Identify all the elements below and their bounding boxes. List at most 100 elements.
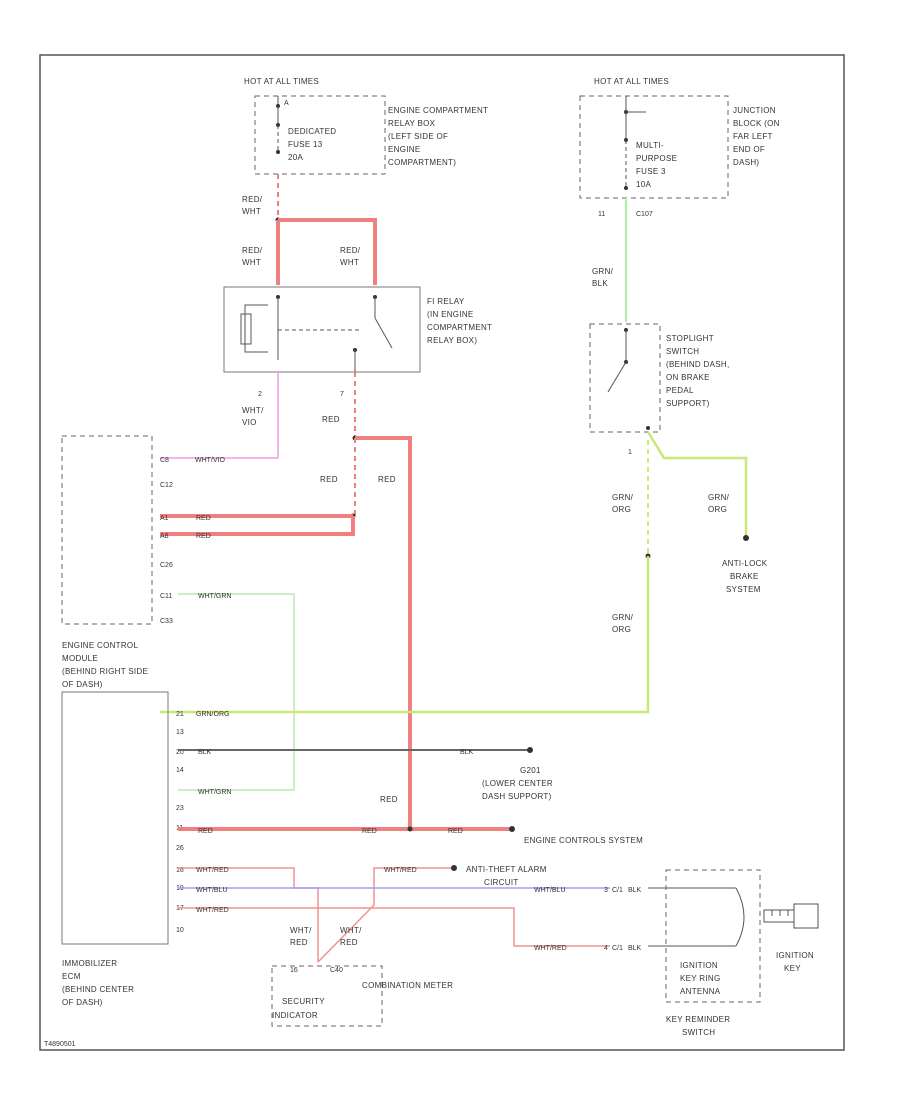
wire-label-red-wht-1b: WHT <box>242 207 261 216</box>
ecm-pin-c8: C8 <box>160 457 169 464</box>
wire-label-red-a1: RED <box>196 515 211 522</box>
relay-pin-7: 7 <box>340 391 344 398</box>
ignition-key-line-2: KEY <box>784 964 801 973</box>
ecrb-line-4: ENGINE <box>388 145 420 154</box>
c107-pin: 11 <box>598 211 605 218</box>
wire-label-grn-org-inline: GRN/ORG <box>196 711 229 718</box>
fi-relay-line-4: RELAY BOX) <box>427 336 477 345</box>
wire-label-red-wht-1a: RED/ <box>242 195 263 204</box>
imm-pin-26: 26 <box>176 845 184 852</box>
stop-line-1: STOPLIGHT <box>666 334 714 343</box>
ecrb-line-1: ENGINE COMPARTMENT <box>388 106 488 115</box>
multi-purpose-fuse-3: MULTI- PURPOSE FUSE 3 10A <box>624 96 677 190</box>
wire-label-red-wht-3b: WHT <box>340 258 359 267</box>
wire-wht-red-anti-theft <box>317 867 452 963</box>
wire-label-wht-grn-2: WHT/GRN <box>198 789 231 796</box>
combination-meter: 16 C40 COMBINATION METER SECURITY INDICA… <box>271 965 453 1027</box>
ecm-pin-a1: A1 <box>160 515 169 522</box>
abs-line-3: SYSTEM <box>726 585 761 594</box>
ignition-key: IGNITION KEY <box>763 903 819 973</box>
ecm-line-2: MODULE <box>62 654 98 663</box>
stoplight-switch: STOPLIGHT SWITCH (BEHIND DASH, ON BRAKE … <box>589 323 729 433</box>
fuse3-line-1: MULTI- <box>636 141 664 150</box>
imm-line-3: (BEHIND CENTER <box>62 985 134 994</box>
wire-label-red-7: RED <box>448 828 463 835</box>
wire-red-wht-to-relay-switch <box>278 218 377 285</box>
hot-label-left: HOT AT ALL TIMES <box>244 77 319 86</box>
fuse13-line-1: DEDICATED <box>288 127 336 136</box>
imm-line-4: OF DASH) <box>62 998 103 1007</box>
wire-grn-org-to-immobilizer <box>160 556 650 714</box>
fuse3-line-4: 10A <box>636 180 651 189</box>
wire-label-red-6: RED <box>362 828 377 835</box>
wire-label-red-4: RED <box>380 795 398 804</box>
imm-pin-13: 13 <box>176 729 184 736</box>
ecrb-line-2: RELAY BOX <box>388 119 436 128</box>
anti-theft-line-1: ANTI-THEFT ALARM <box>466 865 547 874</box>
key-reminder-switch: 3 C/1 4 C/1 BLK BLK IGNITION KEY RING AN… <box>604 869 761 1037</box>
jb-line-5: DASH) <box>733 158 759 167</box>
hot-label-right: HOT AT ALL TIMES <box>594 77 669 86</box>
engine-compartment-relay-box: ENGINE COMPARTMENT RELAY BOX (LEFT SIDE … <box>254 95 488 175</box>
fi-relay-line-1: FI RELAY <box>427 297 465 306</box>
stop-line-5: PEDAL <box>666 386 694 395</box>
wire-label-grn-blk-b: BLK <box>592 279 608 288</box>
anti-theft-line-2: CIRCUIT <box>484 878 519 887</box>
ecm-pin-c11: C11 <box>160 593 172 600</box>
security-line-2: INDICATOR <box>272 1011 318 1020</box>
wire-label-wht-vio-a: WHT/ <box>242 406 264 415</box>
wire-label-wht-grn-1: WHT/GRN <box>198 593 231 600</box>
hot-at-all-times-left: HOT AT ALL TIMES <box>244 77 319 86</box>
key-reminder-line-2: SWITCH <box>682 1028 715 1037</box>
ecm-pin-c33: C33 <box>160 618 173 625</box>
imm-pin-21: 21 <box>176 711 184 718</box>
key-ring-line-3: ANTENNA <box>680 987 721 996</box>
wire-label-wht-red-v1a: WHT/ <box>290 926 312 935</box>
key-ring-line-1: IGNITION <box>680 961 718 970</box>
imm-pin-10: 10 <box>176 927 184 934</box>
ecm-pin-c12: C12 <box>160 482 173 489</box>
g201-line-3: DASH SUPPORT) <box>482 792 552 801</box>
ecs-label: ENGINE CONTROLS SYSTEM <box>524 836 643 845</box>
stop-line-6: SUPPORT) <box>666 399 710 408</box>
wire-label-blk-1: BLK <box>198 749 212 756</box>
wire-label-wht-vio-inline: WHT/VIO <box>195 457 225 464</box>
wire-label-wht-red-v1b: RED <box>290 938 308 947</box>
engine-control-module: C8 C12 A1 A8 C26 C11 C33 ENGINE CONTROL … <box>61 435 173 689</box>
wire-label-wht-blu-1: WHT/BLU <box>196 887 228 894</box>
wire-label-red-5: RED <box>198 828 213 835</box>
ground-g201: G201 (LOWER CENTER DASH SUPPORT) <box>482 766 553 801</box>
key-ring-line-2: KEY RING <box>680 974 721 983</box>
stop-pin-1: 1 <box>628 449 632 456</box>
wire-label-wht-red-v2b: RED <box>340 938 358 947</box>
ecm-pin-c26: C26 <box>160 562 173 569</box>
wire-label-red-3: RED <box>320 475 338 484</box>
wire-label-grn-org-abs-a: GRN/ <box>708 493 730 502</box>
wire-label-wht-vio-b: VIO <box>242 418 257 427</box>
kr-pin-4: 4 <box>604 945 608 952</box>
ecm-line-3: (BEHIND RIGHT SIDE <box>62 667 148 676</box>
fuse13-line-3: 20A <box>288 153 303 162</box>
relay-pin-2: 2 <box>258 391 262 398</box>
kr-wire-1: BLK <box>628 887 642 894</box>
imm-pin-20: 20 <box>176 749 184 756</box>
wire-grn-org-abs <box>646 431 748 538</box>
wire-red-to-ecs <box>355 436 412 830</box>
wire-label-red-wht-2a: RED/ <box>242 246 263 255</box>
wire-label-wht-red-1: WHT/RED <box>196 867 229 874</box>
ecrb-line-3: (LEFT SIDE OF <box>388 132 448 141</box>
abs-line-2: BRAKE <box>730 572 759 581</box>
ecrb-line-5: COMPARTMENT) <box>388 158 456 167</box>
wire-label-red-2: RED <box>378 475 396 484</box>
stop-line-2: SWITCH <box>666 347 699 356</box>
security-line-1: SECURITY <box>282 997 325 1006</box>
ignition-key-line-1: IGNITION <box>776 951 814 960</box>
dedicated-fuse-13: A DEDICATED FUSE 13 20A <box>276 96 336 162</box>
wire-label-wht-red-3: WHT/RED <box>196 907 229 914</box>
junction-block: JUNCTION BLOCK (ON FAR LEFT END OF DASH) <box>579 95 779 199</box>
kr-wire-2: BLK <box>628 945 642 952</box>
kr-conn-2: C/1 <box>612 945 623 952</box>
ecm-pin-a8: A8 <box>160 533 169 540</box>
fuse3-line-3: FUSE 3 <box>636 167 666 176</box>
fuse3-line-2: PURPOSE <box>636 154 677 163</box>
